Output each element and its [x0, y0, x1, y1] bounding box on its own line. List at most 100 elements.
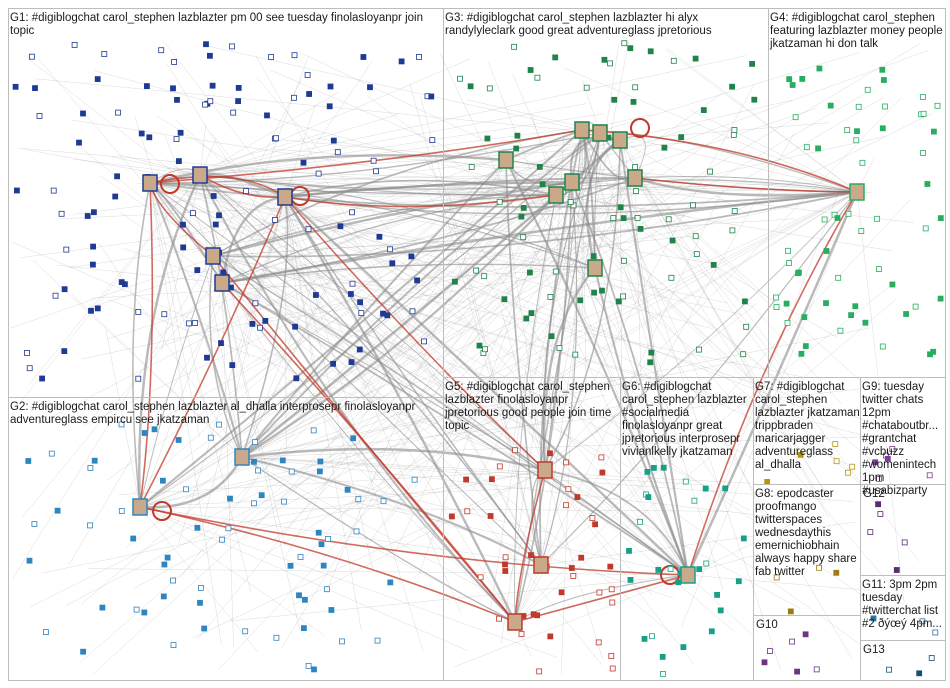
graph-node — [786, 76, 793, 82]
edge — [337, 447, 516, 623]
edge — [139, 406, 619, 508]
graph-node — [203, 41, 209, 48]
graph-node — [502, 561, 508, 568]
panel-g10: G10 — [753, 615, 861, 681]
self-loop — [630, 118, 650, 138]
graph-node — [268, 54, 275, 60]
edge — [594, 267, 783, 425]
edge — [544, 41, 629, 471]
graph-node — [696, 346, 702, 353]
graph-node — [530, 611, 537, 618]
graph-node — [644, 468, 651, 475]
graph-node — [620, 215, 627, 222]
edge-hub — [542, 267, 596, 471]
hub-node — [574, 121, 590, 139]
edge — [270, 69, 557, 196]
edge-hub — [209, 255, 243, 458]
graph-node — [837, 327, 844, 334]
graph-node — [87, 464, 94, 471]
graph-node — [528, 310, 535, 317]
graph-node — [682, 478, 689, 485]
graph-node — [411, 476, 418, 483]
edge — [243, 194, 557, 541]
graph-node — [845, 469, 851, 476]
edge — [619, 139, 824, 505]
graph-node — [708, 628, 715, 635]
graph-node — [518, 213, 525, 220]
edge — [544, 469, 802, 610]
edge — [193, 469, 546, 639]
graph-node — [692, 55, 699, 62]
graph-node — [849, 463, 856, 470]
graph-node — [655, 567, 662, 573]
graph-node — [114, 173, 120, 180]
graph-node — [177, 129, 184, 136]
graph-node — [457, 75, 464, 82]
edge — [57, 264, 223, 284]
edge-hub — [514, 181, 573, 623]
graph-node — [25, 458, 32, 464]
edge — [9, 129, 583, 329]
edge — [241, 384, 386, 458]
graph-node — [175, 158, 182, 165]
edge — [139, 487, 531, 508]
graph-node — [316, 468, 323, 475]
edge — [149, 182, 920, 439]
edge — [177, 196, 286, 545]
graph-node — [467, 83, 474, 90]
graph-node — [158, 47, 165, 54]
graph-node — [513, 145, 520, 152]
graph-node — [692, 233, 699, 240]
group-label-g5: G5: #digiblogchat carol_stephen lazblazt… — [445, 381, 612, 432]
graph-node — [257, 324, 263, 331]
graph-node — [12, 83, 19, 90]
graph-node — [567, 199, 574, 206]
graph-node — [912, 303, 919, 310]
graph-node — [39, 375, 45, 382]
edge — [571, 181, 852, 659]
group-label-g10: G10 — [756, 619, 778, 631]
graph-node — [194, 524, 201, 531]
group-label-g2: G2: #digiblogchat carol_stephen lazblazt… — [10, 401, 416, 426]
graph-node — [813, 666, 820, 673]
graph-node — [138, 130, 145, 137]
graph-node — [552, 268, 559, 275]
edge — [149, 182, 200, 438]
edge — [563, 67, 858, 193]
graph-node — [794, 668, 800, 675]
graph-node — [740, 535, 747, 542]
edge — [856, 191, 904, 600]
graph-node — [729, 227, 736, 234]
graph-node — [160, 593, 167, 600]
hub-node — [849, 183, 865, 201]
graph-node — [789, 82, 796, 88]
graph-node — [648, 349, 655, 356]
graph-node — [52, 292, 59, 299]
graph-node — [227, 495, 233, 502]
graph-node — [212, 221, 219, 228]
edge — [634, 177, 842, 404]
graph-node — [327, 83, 334, 90]
graph-node — [235, 98, 242, 104]
graph-node — [297, 554, 304, 560]
graph-node — [620, 293, 626, 300]
edge — [544, 469, 603, 660]
edge — [342, 191, 858, 514]
edge — [149, 182, 729, 304]
edge — [544, 469, 653, 596]
edge — [421, 194, 557, 392]
edge — [284, 196, 313, 364]
graph-node — [252, 300, 259, 307]
panel-g13: G13 — [860, 640, 946, 681]
edge-hub — [132, 182, 151, 508]
edge — [619, 139, 623, 409]
graph-node — [570, 573, 577, 579]
graph-node — [409, 308, 416, 315]
graph-node — [186, 320, 192, 327]
panel-g5: G5: #digiblogchat carol_stephen lazblazt… — [443, 377, 621, 681]
hub-node — [533, 556, 549, 574]
graph-node — [773, 294, 779, 301]
graph-node — [201, 625, 208, 632]
edge — [514, 199, 911, 623]
graph-node — [481, 273, 488, 280]
